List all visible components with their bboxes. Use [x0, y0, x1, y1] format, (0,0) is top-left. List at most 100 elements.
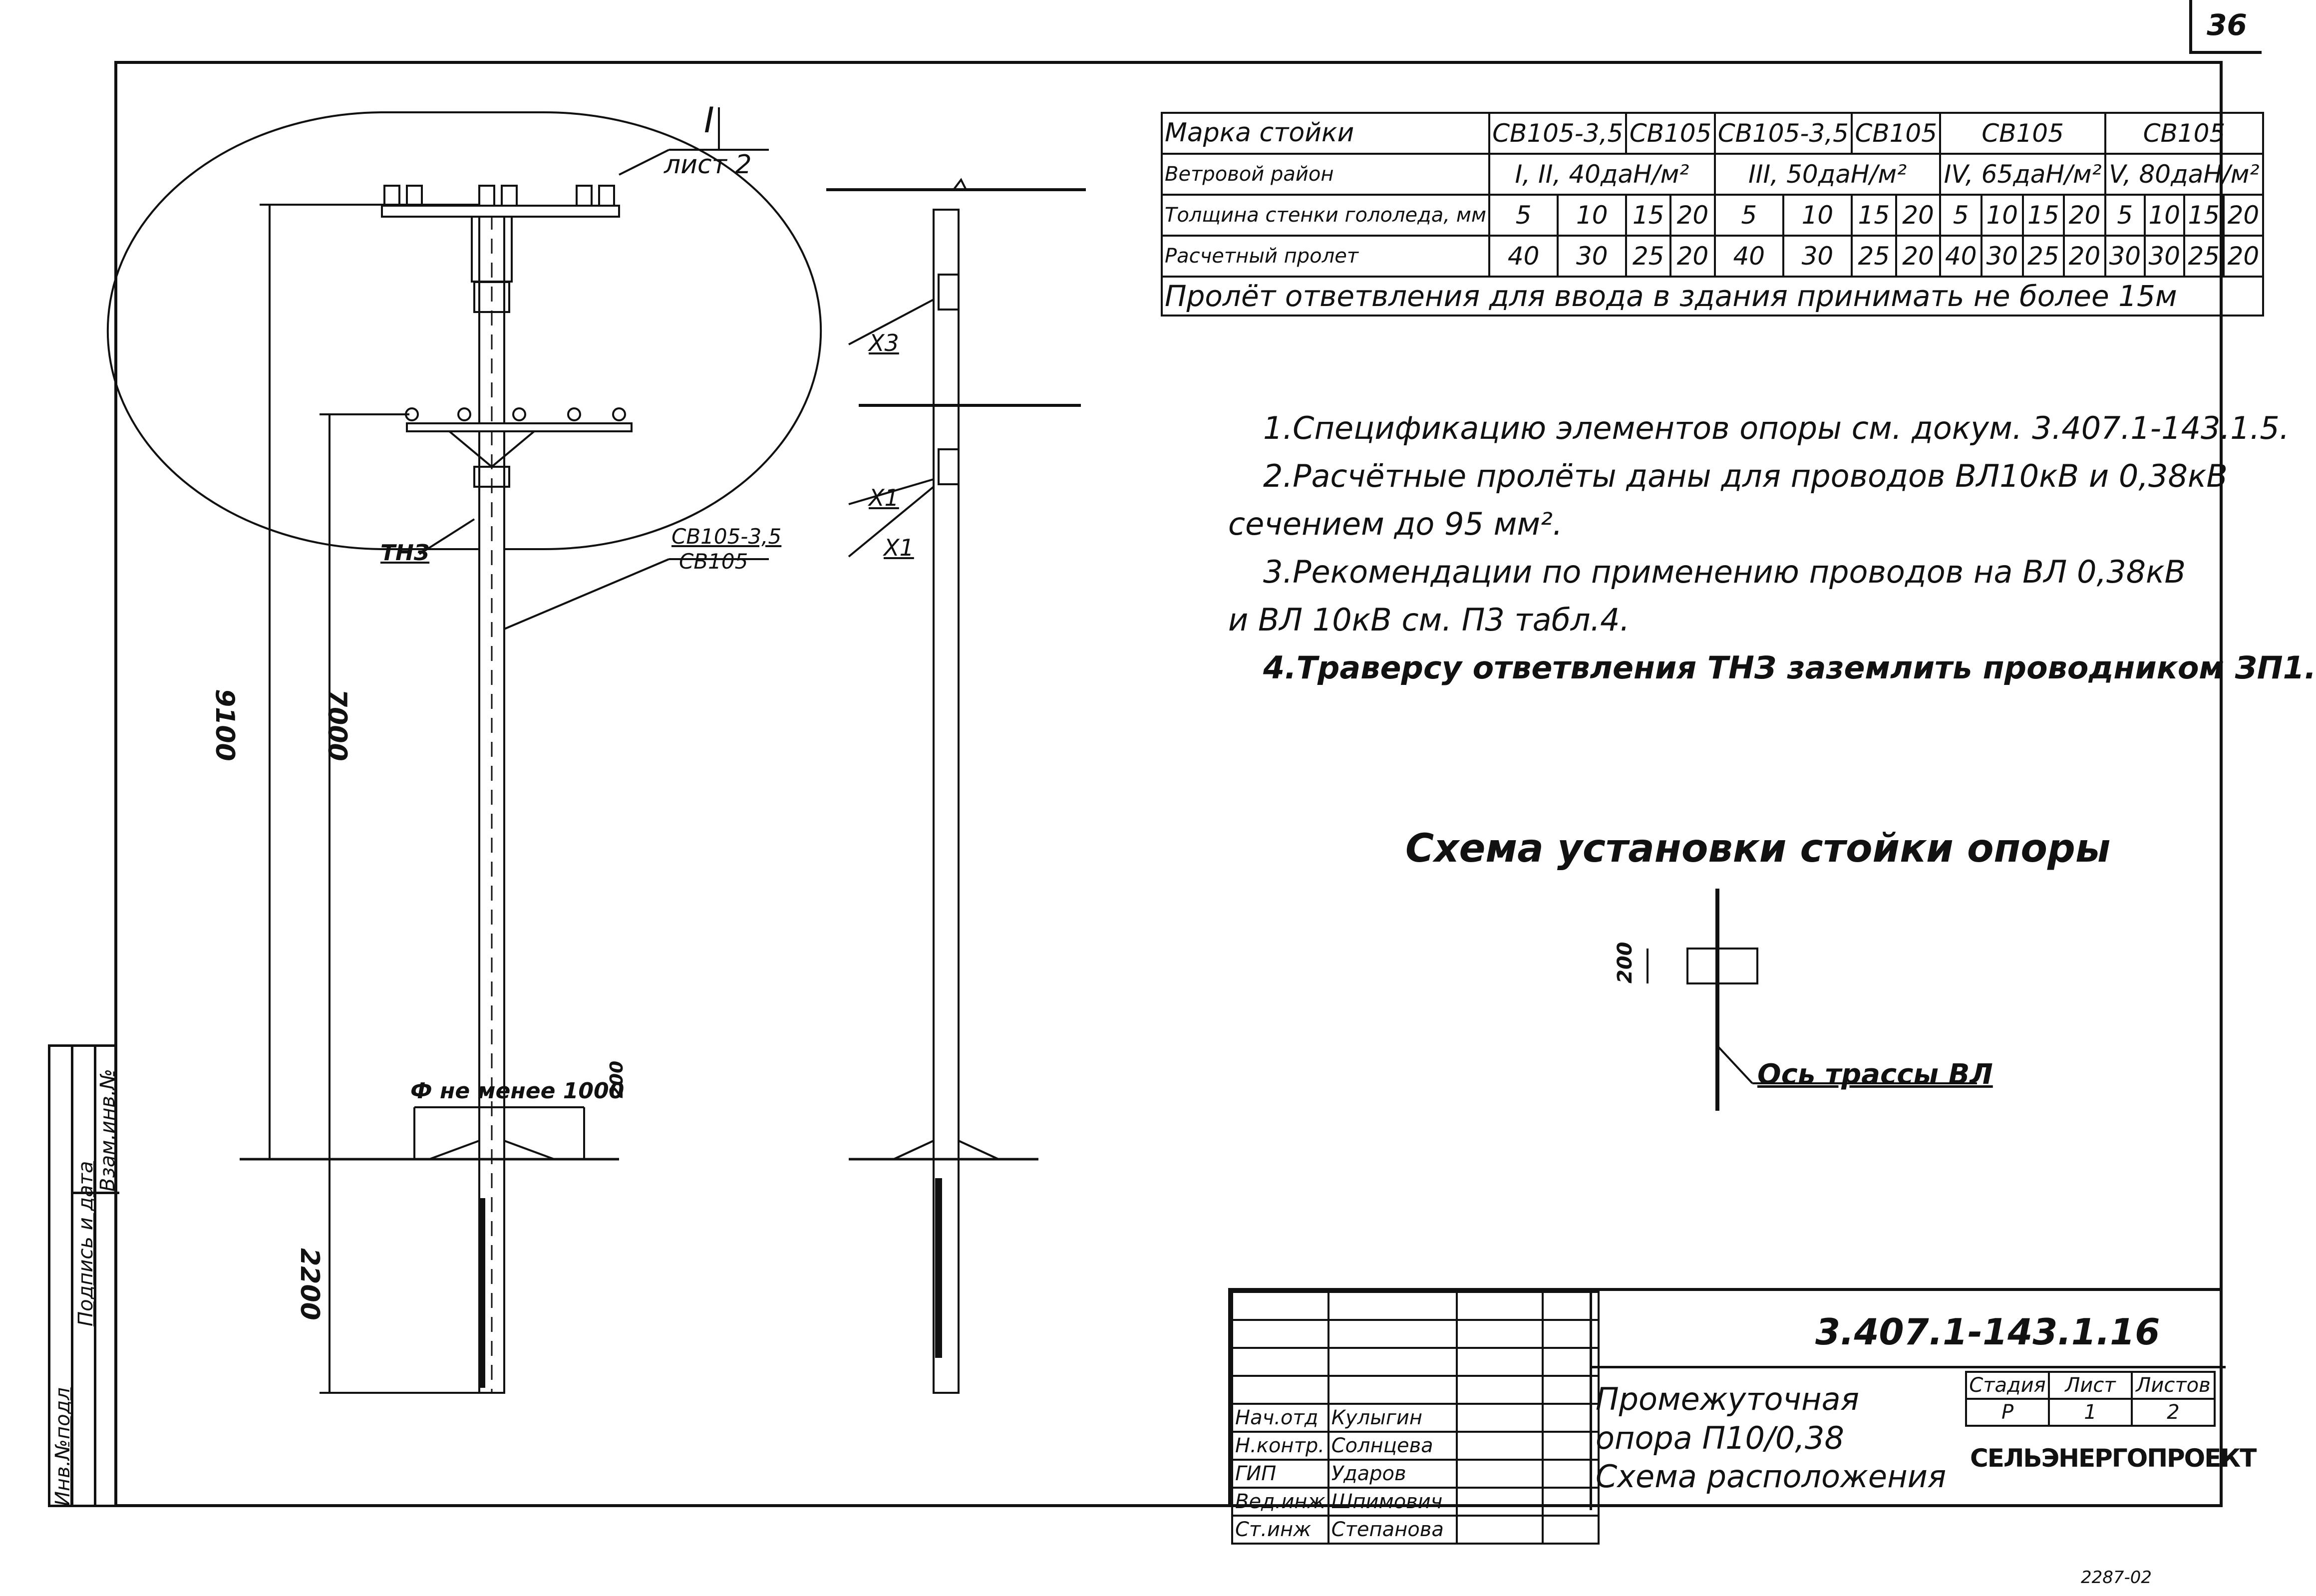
spec-span: 25	[1850, 235, 1897, 278]
x3-label: Х3	[869, 329, 899, 356]
x1a-label: Х1	[869, 484, 899, 511]
top-insulators	[383, 185, 615, 207]
dim-200: 200	[607, 1060, 627, 1098]
spec-ice: 20	[2222, 194, 2265, 237]
tb-name: Шпимович	[1327, 1487, 1458, 1517]
sidebar-divider	[73, 1192, 119, 1194]
sheet-head: Лист	[2048, 1371, 2133, 1400]
doc-name-line-3: Схема расположения	[1596, 1458, 1947, 1495]
spec-ice: 15	[2021, 194, 2065, 237]
spec-ice: 5	[2104, 194, 2146, 237]
pole-mark-2: СВ105	[679, 549, 748, 574]
spec-mark: СВ105-3,5	[1488, 112, 1628, 155]
spec-span: 20	[2222, 235, 2265, 278]
spec-ice: 5	[1713, 194, 1784, 237]
note-4: 4.Траверсу ответвления ТНЗ заземлить про…	[1263, 649, 2316, 686]
spec-wind: IV, 65даН/м²	[1939, 153, 2106, 196]
spec-span: 25	[2021, 235, 2065, 278]
doc-name-line-2: опора П10/0,38	[1596, 1419, 1844, 1456]
spec-ice: 15	[1850, 194, 1897, 237]
tb-doc-name: Промежуточная опора П10/0,38 Схема распо…	[1596, 1380, 1946, 1496]
pole-drawing	[106, 107, 1977, 1394]
spec-ice: 5	[1488, 194, 1559, 237]
spec-row-span: Расчетный пролет 40 30 25 20 40 30 25 20…	[1160, 235, 2265, 278]
spec-span: 30	[2104, 235, 2146, 278]
tb-name: Ударов	[1327, 1459, 1458, 1489]
spec-mark: СВ105	[1850, 112, 1942, 155]
spec-span: 20	[1669, 235, 1716, 278]
spec-head-wind: Ветровой район	[1160, 153, 1491, 196]
spec-note: Пролёт ответвления для ввода в здания пр…	[1161, 276, 2264, 317]
spec-ice: 10	[1557, 194, 1628, 237]
tnz-label: ТНЗ	[380, 540, 430, 566]
tb-name: Солнцева	[1327, 1431, 1458, 1461]
spec-row-note: Пролёт ответвления для ввода в здания пр…	[1161, 276, 2264, 317]
note-2: 2.Расчётные пролёты даны для проводов ВЛ…	[1263, 458, 2228, 495]
lower-crossarm	[406, 422, 633, 432]
note-3-cont: и ВЛ 10кВ см. П3 табл.4.	[1228, 602, 1630, 638]
spec-span: 30	[1782, 235, 1853, 278]
x1b-label: Х1	[884, 534, 914, 561]
mound-front	[429, 1140, 555, 1160]
stage-table: Стадия Лист Листов Р 1 2	[1965, 1371, 2216, 1427]
clamp	[473, 281, 510, 313]
spec-span: 30	[2143, 235, 2185, 278]
notes-block: 1.Спецификацию элементов опоры см. докум…	[1228, 404, 2316, 692]
scheme-dim: 200	[1614, 942, 1637, 984]
sidebar-col-1: Инв.№подл	[50, 1047, 74, 1506]
sheet-number: 36	[2189, 0, 2262, 54]
tb-name: Степанова	[1327, 1515, 1458, 1545]
sheet-value: 1	[2048, 1398, 2133, 1427]
spec-mark: СВ105	[1939, 112, 2106, 155]
spec-ice: 10	[1981, 194, 2024, 237]
dim-2200: 2200	[295, 1248, 325, 1320]
tb-divider	[1590, 1291, 1592, 1510]
spec-span: 20	[1895, 235, 1942, 278]
spec-wind: I, II, 40даН/м²	[1488, 153, 1716, 196]
tb-name: Кулыгин	[1327, 1403, 1458, 1433]
dim-9100: 9100	[210, 689, 240, 761]
lower-clamp	[473, 466, 510, 488]
spec-ice: 15	[1625, 194, 1672, 237]
sheets-value: 2	[2131, 1398, 2216, 1427]
sidebar-stamp: Инв.№подл Подпись и дата Взам.инв.№	[48, 1044, 119, 1507]
tb-role: Вед.инж	[1231, 1487, 1329, 1517]
tb-role: Ст.инж	[1231, 1515, 1329, 1545]
dim-1000: Ф не менее 1000	[410, 1078, 625, 1104]
spec-span: 25	[2183, 235, 2225, 278]
tb-role: ГИП	[1231, 1459, 1329, 1489]
spec-head-ice: Толщина стенки гололеда, мм	[1160, 194, 1491, 237]
spec-ice: 10	[2143, 194, 2185, 237]
spec-wind: III, 50даН/м²	[1713, 153, 1942, 196]
spec-table: Марка стойки СВ105-3,5 СВ105 СВ105-3,5 С…	[1160, 112, 2265, 317]
scheme-axis-label: Ось трассы ВЛ	[1757, 1058, 1993, 1091]
spec-wind: V, 80даН/м²	[2104, 153, 2265, 196]
stage-value: Р	[1965, 1398, 2050, 1427]
detail-oval	[106, 111, 822, 550]
note-1: 1.Спецификацию элементов опоры см. докум…	[1263, 410, 2290, 446]
top-crossarm	[381, 205, 620, 218]
spec-ice: 15	[2183, 194, 2225, 237]
spec-row-mark: Марка стойки СВ105-3,5 СВ105 СВ105-3,5 С…	[1160, 112, 2265, 155]
spec-mark: СВ105-3,5	[1713, 112, 1853, 155]
note-3: 3.Рекомендации по применению проводов на…	[1263, 554, 2186, 591]
spec-ice: 20	[1669, 194, 1716, 237]
scheme-leader	[1716, 1045, 1753, 1084]
spec-ice: 20	[1895, 194, 1942, 237]
spec-ice: 10	[1782, 194, 1853, 237]
spec-span: 30	[1981, 235, 2024, 278]
lower-insulators	[405, 407, 626, 421]
spec-span: 30	[1557, 235, 1628, 278]
spec-mark: СВ105	[2104, 112, 2265, 155]
note-2-cont: сечением до 95 мм².	[1228, 506, 1563, 543]
pole-mark-1: СВ105-3,5	[671, 524, 782, 549]
sidebar-col-2: Подпись и дата	[73, 1047, 97, 1505]
tb-divider-h	[1590, 1366, 2226, 1368]
spec-span: 40	[1713, 235, 1784, 278]
doc-name-line-1: Промежуточная	[1596, 1381, 1859, 1417]
spec-row-ice: Толщина стенки гололеда, мм 5 10 15 20 5…	[1160, 194, 2265, 237]
detail-mark: I	[704, 100, 714, 141]
spec-ice: 20	[2063, 194, 2106, 237]
stage-head: Стадия	[1965, 1371, 2050, 1400]
spec-ice: 5	[1939, 194, 1983, 237]
